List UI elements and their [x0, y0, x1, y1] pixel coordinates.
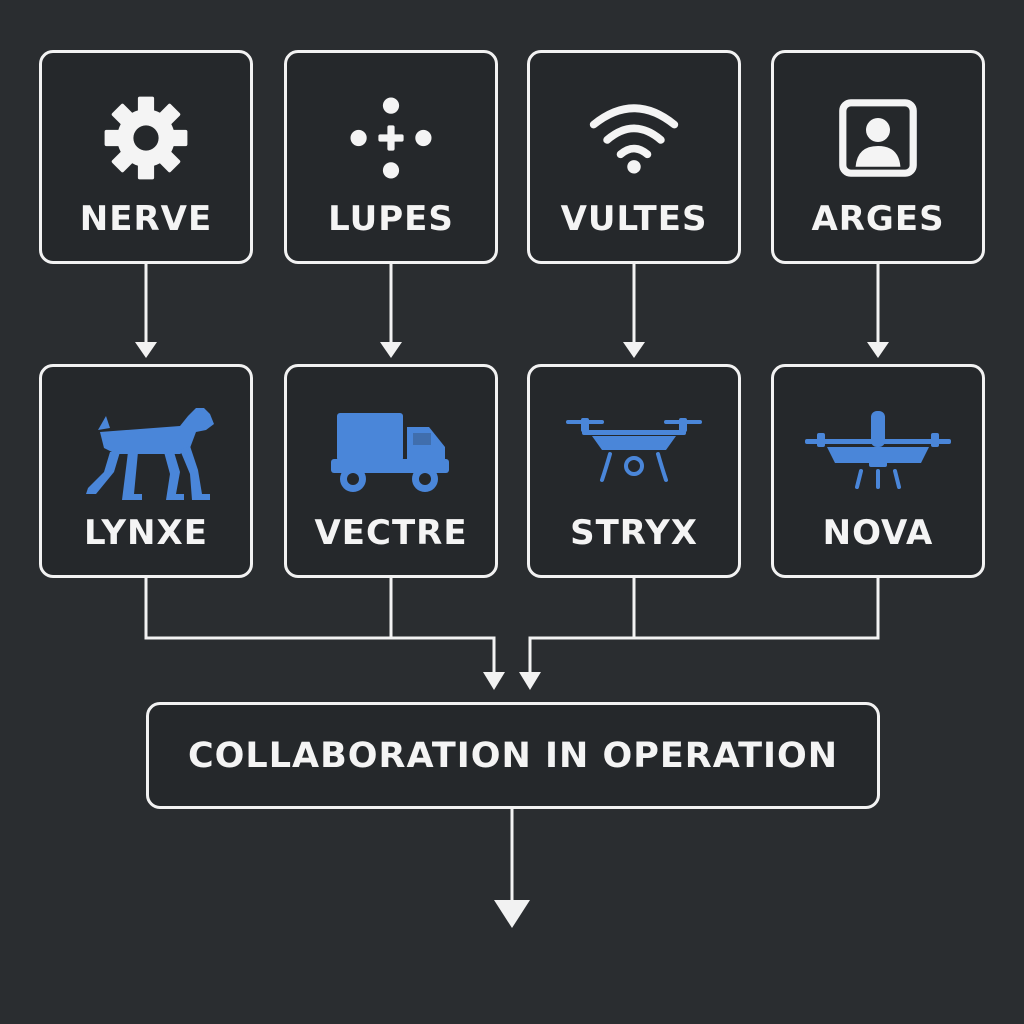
connector-lynxe-to-collaboration [144, 577, 496, 672]
wifi-icon [530, 83, 738, 193]
arrowhead-vectre [380, 342, 402, 358]
dot-cross-icon [287, 83, 495, 193]
collaboration-label: COLLABORATION IN OPERATION [187, 735, 839, 776]
arrowhead-lynxe [135, 342, 157, 358]
arrowhead-nova [867, 342, 889, 358]
node-label: LUPES [328, 199, 454, 239]
arrowhead-collab-left [483, 672, 505, 690]
node-label: NERVE [79, 199, 213, 239]
node-nova: NOVA [771, 364, 985, 578]
fixed-wing-drone-icon [774, 397, 982, 507]
collaboration-box: COLLABORATION IN OPERATION [146, 702, 880, 809]
node-label: VULTES [560, 199, 708, 239]
node-arges: ARGES [771, 50, 985, 264]
node-label: ARGES [811, 199, 945, 239]
node-label: VECTRE [314, 513, 468, 553]
node-vectre: VECTRE [284, 364, 498, 578]
connector-nova-to-collaboration [528, 577, 880, 672]
node-lupes: LUPES [284, 50, 498, 264]
quadcopter-drone-icon [530, 397, 738, 507]
robot-dog-icon [42, 397, 250, 507]
user-portrait-icon [774, 83, 982, 193]
arrowhead-collab-right [519, 672, 541, 690]
gear-icon [42, 83, 250, 193]
node-vultes: VULTES [527, 50, 741, 264]
node-label: NOVA [822, 513, 934, 553]
node-stryx: STRYX [527, 364, 741, 578]
node-lynxe: LYNXE [39, 364, 253, 578]
node-label: STRYX [570, 513, 698, 553]
arrowhead-output [494, 900, 530, 928]
arrowhead-stryx [623, 342, 645, 358]
node-label: LYNXE [84, 513, 208, 553]
truck-icon [287, 397, 495, 507]
node-nerve: NERVE [39, 50, 253, 264]
